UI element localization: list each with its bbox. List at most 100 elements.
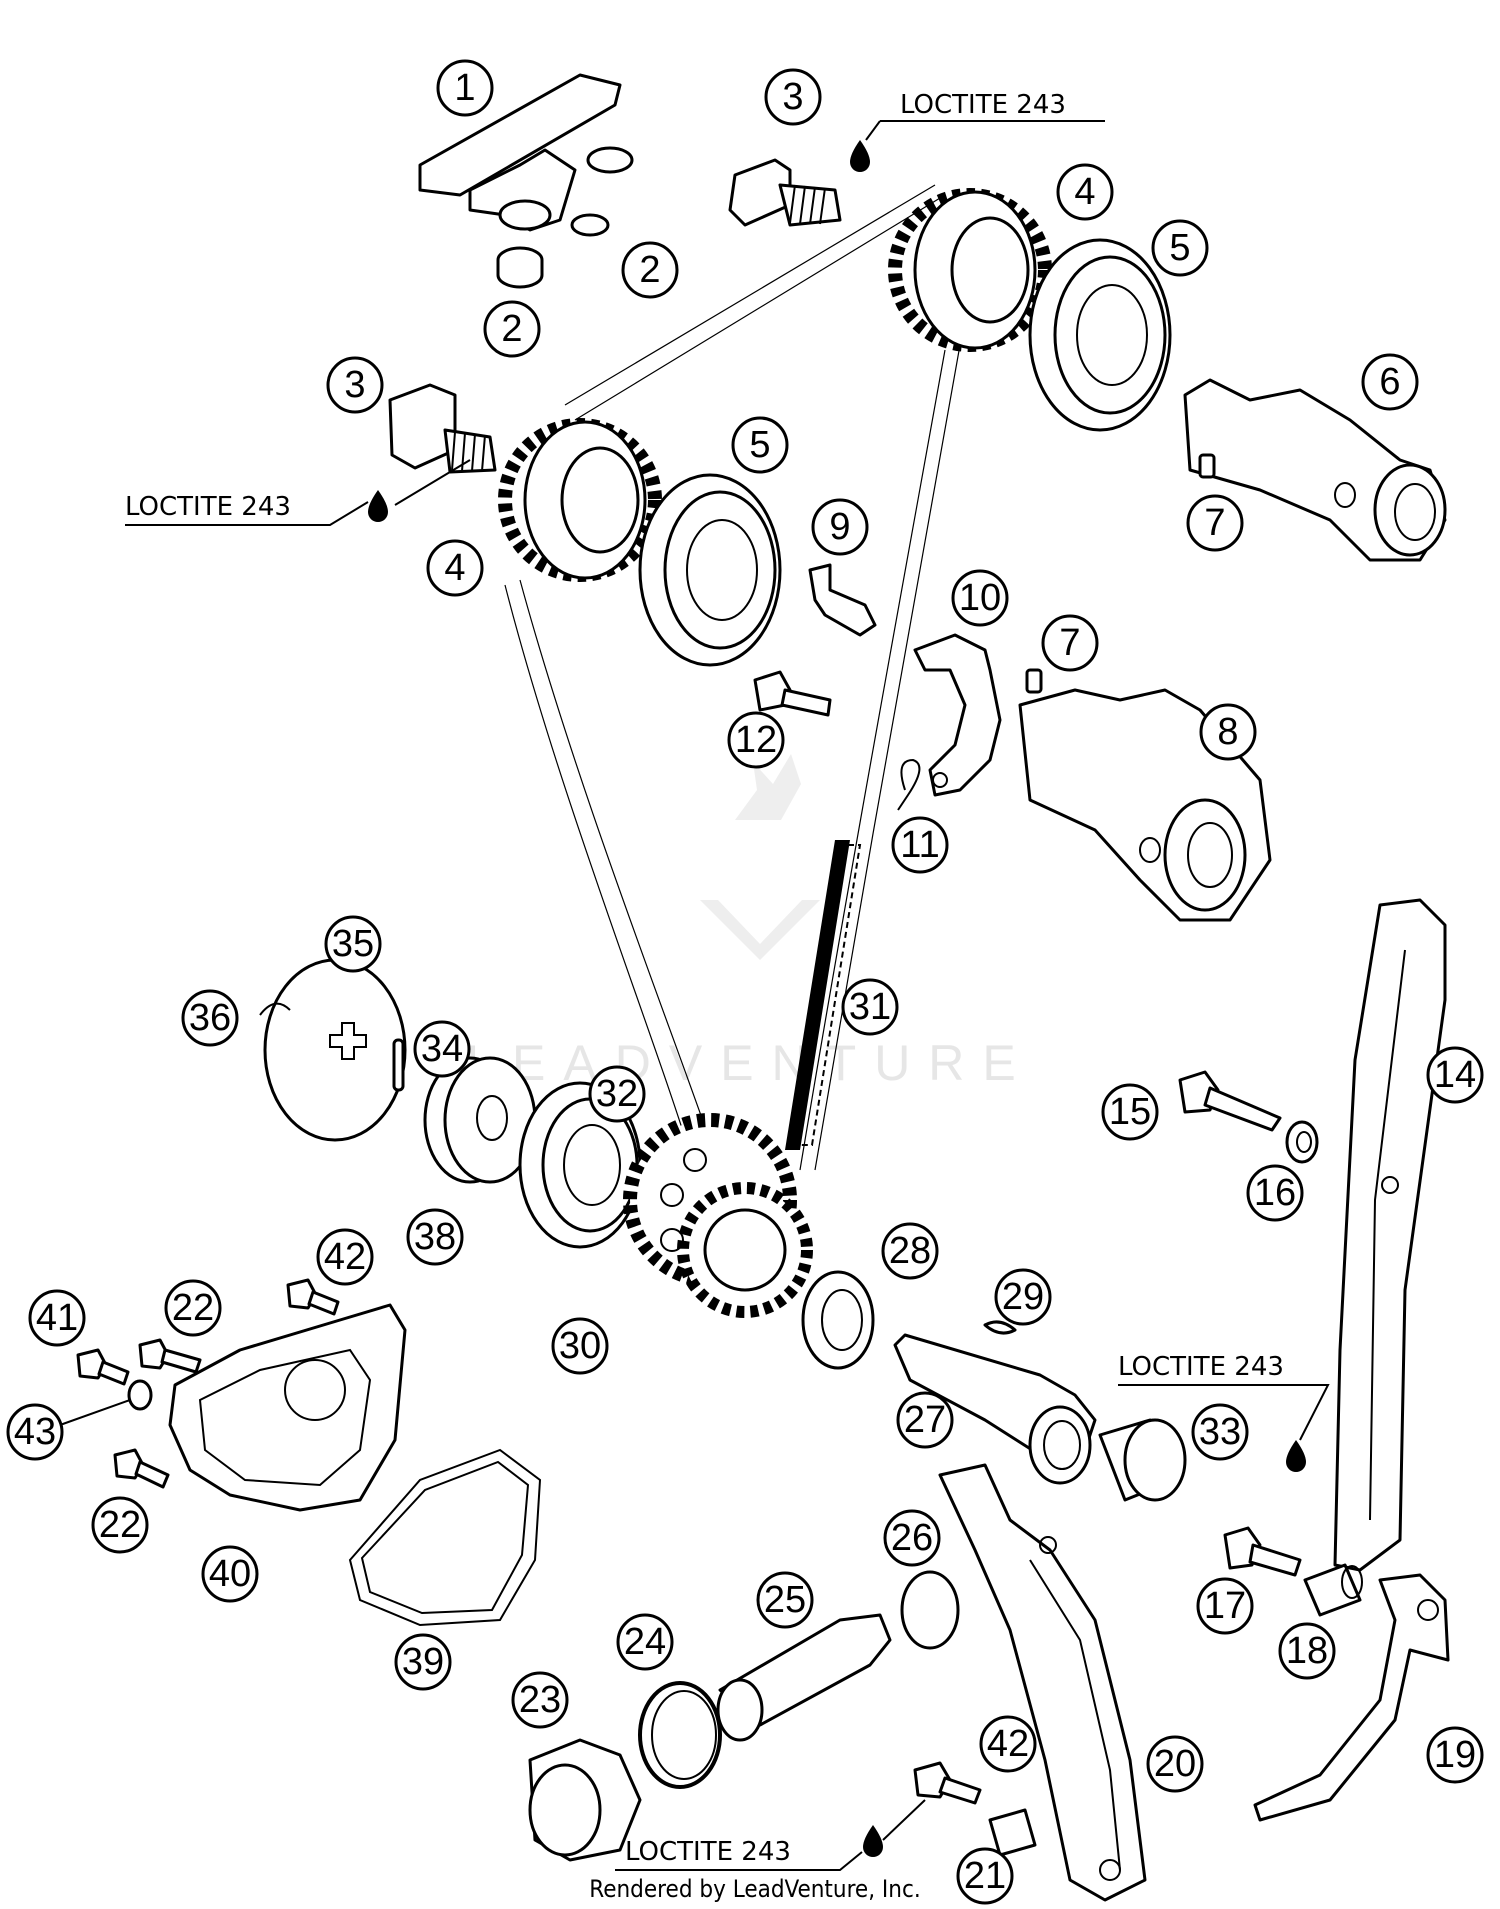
part-23-plug [528, 1738, 642, 1862]
part-19-slide [1253, 1573, 1450, 1822]
callout-label: 28 [889, 1230, 931, 1272]
part-27-shaft [893, 1333, 1097, 1485]
part-28-washer [801, 1270, 875, 1370]
callout-label: 15 [1109, 1091, 1151, 1133]
part-36-circlip [259, 1002, 291, 1016]
part-30-sprocket [623, 1113, 813, 1318]
part-2-plugs [496, 246, 544, 289]
callout-label: 8 [1217, 711, 1238, 753]
callout-numbers: 1 2 2 3 3 4 4 5 5 6 7 7 8 9 10 11 12 14 … [14, 67, 1476, 1897]
callout-label: 6 [1379, 361, 1400, 403]
callout-label: 10 [959, 577, 1001, 619]
callout-label: 22 [99, 1504, 141, 1546]
part-3-bolt-left [388, 383, 497, 474]
callout-label: 14 [1434, 1054, 1476, 1096]
watermark-text: LEADVENTURE [466, 1035, 1034, 1091]
part-12-bolt [753, 670, 832, 717]
part-34-pin [392, 1038, 405, 1092]
callout-label: 39 [402, 1641, 444, 1683]
note-loctite-2: LOCTITE 243 [125, 492, 291, 522]
callout-label: 4 [1074, 171, 1095, 213]
note-loctite-1: LOCTITE 243 [900, 90, 1066, 120]
callout-label: 26 [891, 1517, 933, 1559]
callout-label: 43 [14, 1411, 56, 1453]
callout-label: 29 [1002, 1276, 1044, 1318]
part-26-o-ring [900, 1570, 960, 1650]
callout-label: 1 [454, 67, 475, 109]
part-31-chain [785, 840, 862, 1150]
part-38-spacer [423, 1056, 537, 1184]
part-5-bearing-right [1028, 238, 1172, 432]
part-5-bearing-left [638, 473, 782, 667]
callout-label: 34 [421, 1028, 463, 1070]
callout-label: 35 [332, 923, 374, 965]
callout-label: 19 [1434, 1734, 1476, 1776]
callout-label: 40 [209, 1553, 251, 1595]
callout-label: 22 [172, 1287, 214, 1329]
callout-label: 30 [559, 1325, 601, 1367]
part-29-key [983, 1320, 1017, 1335]
part-21-sleeve [988, 1808, 1037, 1857]
callout-label: 31 [849, 986, 891, 1028]
part-42-bolt-left [286, 1278, 340, 1316]
callout-label: 41 [36, 1297, 78, 1339]
callout-label: 3 [344, 364, 365, 406]
callouts [6, 59, 1484, 1905]
part-17-bolt [1223, 1526, 1302, 1577]
callout-label: 4 [444, 547, 465, 589]
part-11-clip [897, 758, 921, 811]
part-22-bolt-upper [138, 1338, 202, 1374]
timing-chain-path [504, 184, 961, 1171]
callout-label: 42 [324, 1236, 366, 1278]
part-22-bolt-lower [113, 1448, 170, 1489]
part-1-bracket [418, 73, 634, 237]
part-39-gasket [348, 1448, 542, 1627]
note-loctite-3: LOCTITE 243 [1118, 1352, 1284, 1382]
part-32-bearing [518, 1081, 642, 1249]
loctite-drop-icons [368, 140, 1306, 1857]
part-3-bolt-top [728, 158, 842, 227]
part-24-o-ring [638, 1681, 722, 1789]
part-16-washer [1285, 1120, 1319, 1164]
part-40-pump-cover [168, 1303, 407, 1512]
part-9-pin [808, 563, 877, 637]
callout-label: 17 [1204, 1585, 1246, 1627]
callout-label: 21 [964, 1855, 1006, 1897]
part-43-washer [127, 1379, 153, 1411]
callout-label: 36 [189, 997, 231, 1039]
callout-label: 5 [1169, 227, 1190, 269]
callout-label: 42 [987, 1723, 1029, 1765]
callout-label: 3 [782, 76, 803, 118]
part-33-bushing [1098, 1418, 1187, 1502]
part-15-bolt [1178, 1070, 1282, 1132]
part-18-sleeve [1303, 1563, 1363, 1617]
note-loctite-4: LOCTITE 243 [625, 1837, 791, 1867]
leader-lines [59, 120, 1330, 1871]
callout-label: 12 [735, 719, 777, 761]
watermark: LEADVENTURE [466, 754, 1034, 1091]
callout-label: 38 [414, 1216, 456, 1258]
callout-label: 2 [501, 308, 522, 350]
callout-label: 27 [904, 1399, 946, 1441]
callout-label: 18 [1286, 1630, 1328, 1672]
part-7-dowel-mid [1025, 668, 1043, 694]
callout-label: 24 [624, 1621, 666, 1663]
callout-label: 7 [1204, 502, 1225, 544]
callout-label: 20 [1154, 1743, 1196, 1785]
callout-label: 5 [749, 424, 770, 466]
part-4-sprocket-left [498, 418, 662, 582]
part-14-guide-rail [1333, 898, 1447, 1572]
part-20-tensioner-rail [938, 1463, 1147, 1902]
part-42-bolt-bottom [913, 1761, 982, 1805]
footer-credit: Rendered by LeadVenture, Inc. [589, 1875, 920, 1903]
callout-label: 25 [764, 1579, 806, 1621]
part-10-lever [913, 633, 1002, 797]
part-35-disc [263, 958, 407, 1142]
part-7-dowel-top [1198, 453, 1216, 479]
callout-label: 7 [1059, 622, 1080, 664]
callout-label: 23 [519, 1679, 561, 1721]
callout-label: 11 [900, 824, 939, 866]
callout-label: 9 [829, 506, 850, 548]
callout-label: 33 [1199, 1411, 1241, 1453]
